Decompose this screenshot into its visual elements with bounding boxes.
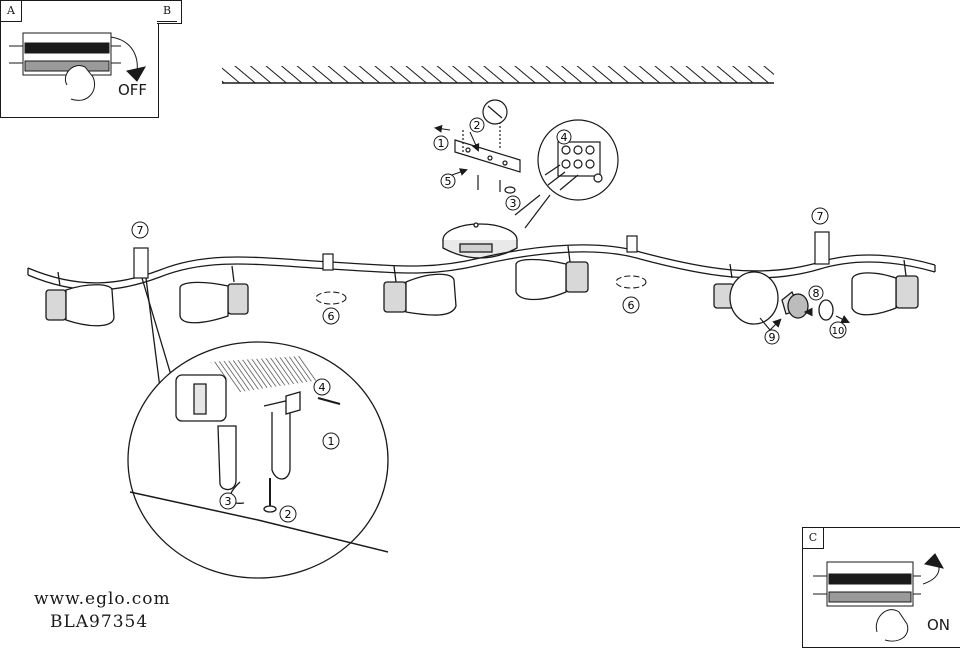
step-label: 2 [285,508,292,521]
step-label: 2 [474,119,481,132]
step-7-left: 7 [131,221,149,239]
step-9: 9 [764,329,780,345]
rail-clips [133,231,830,279]
mounting-detail [127,277,389,579]
step-4-detail: 4 [313,378,331,396]
panel-tag: A [1,1,22,22]
spotlight-3 [383,265,457,316]
step-3-detail: 3 [219,492,237,510]
spotlight-2 [179,265,249,324]
step-label: 6 [628,299,635,312]
step-label: 8 [813,287,820,300]
off-label: OFF [118,81,148,99]
on-label: ON [927,616,951,634]
step-4-top: 4 [556,129,572,145]
doc-code-text: BLA97354 [50,612,149,632]
ceiling-hatch [222,66,774,84]
step-5-top: 5 [440,173,456,189]
mounting-bracket [454,99,521,194]
panel-tag: C [803,528,824,549]
terminal-block-detail [514,119,619,229]
step-6-left: 6 [322,307,340,325]
step-label: 9 [769,331,776,344]
step-label: 3 [510,197,517,210]
step-2-top: 2 [469,117,485,133]
step-arrows-top [434,124,480,176]
step-6-right: 6 [622,296,640,314]
breaker-off-illustration [9,32,146,101]
panel-c-power-on: C ON [802,527,960,648]
step-1-detail: 1 [322,432,340,450]
step-7-right: 7 [811,207,829,225]
step-2-detail: 2 [279,505,297,523]
step-label: 6 [328,310,335,323]
step-markers: 1 2 5 3 4 7 7 6 6 8 9 10 4 1 3 2 [131,117,847,523]
rail [27,244,936,291]
panel-tag: B [157,1,177,22]
website-text: www.eglo.com [34,589,171,609]
step-label: 1 [438,137,445,150]
panel-b-tag: B [157,0,182,24]
panel-a-power-off: A OFF [0,0,159,118]
step-label: 4 [561,131,568,144]
spotlight-4 [515,245,589,301]
step-3-top: 3 [505,195,521,211]
step-label: 1 [328,435,335,448]
breaker-on-illustration [813,553,944,642]
spotlight-1 [45,271,115,327]
step-label: 4 [319,381,326,394]
step-1-top: 1 [433,135,449,151]
step-label: 5 [445,175,452,188]
spotlight-5-open [713,263,834,325]
step-label: 7 [137,224,144,237]
step-label: 10 [832,326,845,337]
spotlight-6 [851,259,919,316]
step-10: 10 [829,321,847,339]
step-label: 3 [225,495,232,508]
step-label: 7 [817,210,824,223]
step-8: 8 [808,285,824,301]
